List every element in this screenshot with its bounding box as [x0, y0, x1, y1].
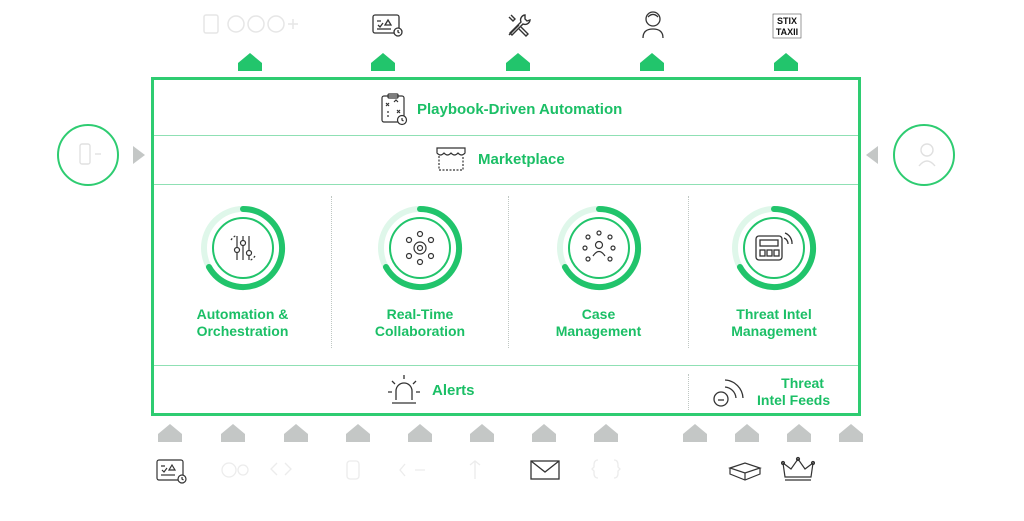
- email-icon: [530, 460, 560, 480]
- faded-device-icon: [79, 143, 101, 165]
- divider: [154, 135, 858, 136]
- playbook-label: Playbook-Driven Automation: [417, 100, 623, 118]
- feeds-line2: Intel Feeds: [757, 392, 831, 408]
- top-arrow: [506, 53, 530, 71]
- bottom-arrow: [683, 424, 707, 442]
- divider: [154, 365, 858, 366]
- collaboration-icon: [405, 230, 435, 266]
- progress-ring: [200, 206, 285, 290]
- user-icon: [642, 11, 664, 39]
- right-arrow: [866, 146, 878, 164]
- sliders-icon: [230, 234, 255, 262]
- module-line1: Threat Intel: [736, 306, 812, 322]
- top-arrow: [774, 53, 798, 71]
- module-line2: Orchestration: [196, 323, 289, 339]
- feeds-row: Threat Intel Feeds: [711, 372, 830, 412]
- feed-signal-icon: [713, 379, 744, 407]
- right-circle: [893, 124, 955, 186]
- top-icon-devices: [200, 10, 300, 36]
- svg-text:STIX: STIX: [777, 16, 797, 26]
- faded-icon: [591, 459, 621, 479]
- playbook-icon: [372, 14, 403, 37]
- faded-search-icon: [918, 143, 936, 167]
- bottom-faded-icons: [215, 455, 515, 490]
- row-divider: [688, 374, 689, 410]
- column-divider: [508, 196, 509, 348]
- bottom-arrow: [594, 424, 618, 442]
- storefront-icon: [436, 147, 466, 171]
- playbook-icon: [381, 93, 408, 126]
- bottom-icon-crown: [780, 455, 816, 488]
- top-arrow: [371, 53, 395, 71]
- top-icon-stix: STIX TAXII: [772, 13, 802, 39]
- top-icon-user: [641, 9, 665, 44]
- divider: [154, 184, 858, 185]
- intel-device-icon: [755, 232, 793, 261]
- top-arrow: [640, 53, 664, 71]
- bottom-faded-brackets: [590, 456, 622, 487]
- bottom-arrow: [787, 424, 811, 442]
- stix-taxii-icon: STIX TAXII: [772, 13, 802, 39]
- top-arrow: [238, 53, 262, 71]
- tools-icon: [508, 14, 531, 37]
- column-divider: [331, 196, 332, 348]
- marketplace-row: Marketplace: [434, 143, 565, 175]
- crown-icon: [780, 456, 816, 481]
- bottom-arrow: [158, 424, 182, 442]
- bottom-arrow: [284, 424, 308, 442]
- platform-frame: Playbook-Driven Automation Marketplace: [151, 77, 861, 416]
- alerts-label: Alerts: [432, 381, 475, 399]
- case-network-icon: [581, 230, 616, 262]
- bottom-arrow: [839, 424, 863, 442]
- faded-icon: [221, 460, 481, 480]
- marketplace-label: Marketplace: [478, 150, 565, 168]
- bottom-icon-box: [728, 460, 762, 487]
- box-icon: [728, 462, 762, 481]
- playbook-icon: [156, 459, 187, 484]
- module-line2: Management: [555, 323, 642, 339]
- feeds-line1: Threat: [781, 375, 824, 391]
- top-icon-tools: [505, 11, 533, 44]
- bottom-arrow: [532, 424, 556, 442]
- module-line1: Case: [581, 306, 616, 322]
- bottom-arrow: [735, 424, 759, 442]
- bottom-icon-email: [529, 458, 561, 487]
- progress-ring: [378, 206, 463, 290]
- playbook-row: Playbook-Driven Automation: [379, 92, 622, 126]
- bottom-arrow: [408, 424, 432, 442]
- alerts-row: Alerts: [386, 370, 475, 410]
- bottom-icon-playbook: [155, 457, 189, 490]
- left-arrow: [133, 146, 145, 164]
- top-icon-playbook: [370, 12, 406, 43]
- left-circle: [57, 124, 119, 186]
- module-line2: Management: [731, 323, 817, 339]
- module-collaboration: Real-Time Collaboration: [332, 204, 508, 340]
- module-line1: Automation &: [196, 306, 289, 322]
- svg-text:TAXII: TAXII: [776, 27, 798, 37]
- module-case: Case Management: [509, 204, 688, 340]
- module-line1: Real-Time: [386, 306, 454, 322]
- bottom-arrow: [221, 424, 245, 442]
- alarm-siren-icon: [388, 375, 420, 404]
- bottom-arrow: [470, 424, 494, 442]
- module-threat-intel: Threat Intel Management: [689, 204, 859, 340]
- bottom-arrow: [346, 424, 370, 442]
- module-line2: Collaboration: [374, 323, 466, 339]
- module-automation: Automation & Orchestration: [154, 204, 331, 340]
- progress-ring: [732, 206, 817, 290]
- mobile-devices-icon: [203, 14, 298, 34]
- column-divider: [688, 196, 689, 348]
